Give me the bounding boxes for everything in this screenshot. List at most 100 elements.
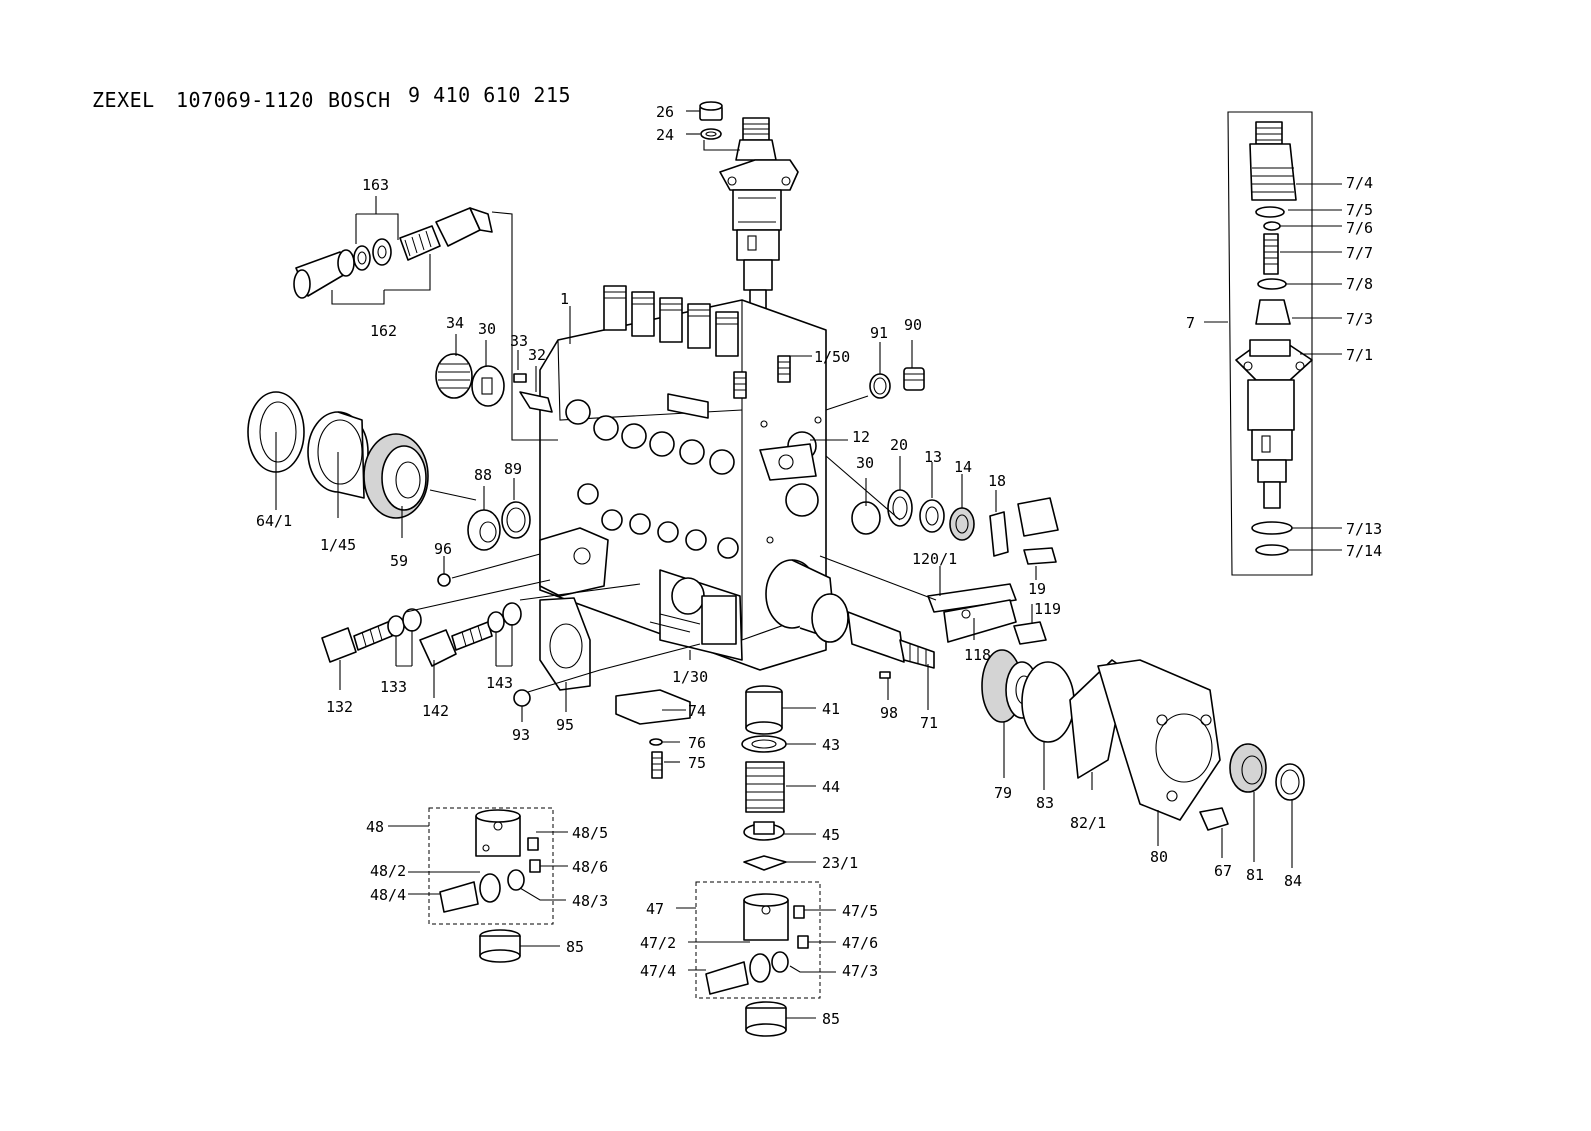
callout-label: 47/3 <box>842 962 878 980</box>
part-133-washers <box>387 608 422 637</box>
part-90-plug <box>903 367 925 391</box>
callout-label: 143 <box>486 674 513 692</box>
part-13-ring <box>919 499 945 533</box>
callout-label: 48 <box>366 818 384 836</box>
callout-label: 7/3 <box>1346 310 1373 328</box>
part-delivery-valve-holder <box>719 117 799 325</box>
part-32-bracket <box>519 391 553 413</box>
callout-label: 30 <box>856 454 874 472</box>
part-85-cap-left <box>479 929 521 963</box>
callout-label: 47/6 <box>842 934 878 952</box>
callout-label: 32 <box>528 346 546 364</box>
callout-label: 48/5 <box>572 824 608 842</box>
brand-zexel: ZEXEL <box>92 88 155 112</box>
part-76-washer <box>649 738 663 746</box>
callout-label: 90 <box>904 316 922 334</box>
callout-label: 64/1 <box>256 512 292 530</box>
part-71-camshaft <box>765 559 935 669</box>
part-93-nut <box>513 689 531 707</box>
callout-label: 24 <box>656 126 674 144</box>
callout-label: 44 <box>822 778 840 796</box>
part-84-ring <box>1275 763 1305 801</box>
part-1-50-stud <box>733 355 791 399</box>
callout-label: 85 <box>566 938 584 956</box>
callout-label: 7 <box>1186 314 1195 332</box>
callout-label: 7/5 <box>1346 201 1373 219</box>
part-overflow-block <box>539 527 609 597</box>
callout-label: 119 <box>1034 600 1061 618</box>
callout-label: 45 <box>822 826 840 844</box>
callout-label: 48/6 <box>572 858 608 876</box>
part-143-washers <box>487 602 522 633</box>
callout-label: 47/2 <box>640 934 676 952</box>
part-33-pin <box>513 373 527 383</box>
part-59-gear <box>363 433 429 519</box>
part-67-screw <box>1199 807 1229 831</box>
brand-bosch: BOSCH <box>328 88 391 112</box>
callout-label: 14 <box>954 458 972 476</box>
callout-label: 80 <box>1150 848 1168 866</box>
part-7-delivery-valve-assembly <box>1235 121 1313 556</box>
part-43-seat <box>741 735 787 753</box>
callout-label: 34 <box>446 314 464 332</box>
part-24-washer <box>700 128 722 140</box>
callout-label: 48/4 <box>370 886 406 904</box>
callout-label: 7/13 <box>1346 520 1382 538</box>
callout-label: 59 <box>390 552 408 570</box>
leader-lines <box>275 110 1342 1019</box>
callout-label: 7/4 <box>1346 174 1373 192</box>
callout-label: 47/5 <box>842 902 878 920</box>
callout-label: 26 <box>656 103 674 121</box>
callout-label: 67 <box>1214 862 1232 880</box>
part-95-gasket <box>539 597 591 691</box>
part-44-spring <box>745 761 785 813</box>
callout-label: 120/1 <box>912 550 957 568</box>
callout-label: 75 <box>688 754 706 772</box>
part-80-bearing-housing <box>1097 659 1221 821</box>
callout-label: 7/6 <box>1346 219 1373 237</box>
part-41-tappet <box>745 685 783 735</box>
callout-label: 48/2 <box>370 862 406 880</box>
frame-47-group <box>695 881 821 999</box>
part-142-bolt <box>419 621 493 667</box>
frame-7-group <box>1227 111 1313 576</box>
callout-label: 47 <box>646 900 664 918</box>
callout-label: 47/4 <box>640 962 676 980</box>
part-132-bolt <box>321 621 393 663</box>
callout-label: 18 <box>988 472 1006 490</box>
callout-label: 84 <box>1284 872 1302 890</box>
part-119-screw <box>1013 621 1047 645</box>
callout-label: 7/14 <box>1346 542 1382 560</box>
bosch-part-number: 9 410 610 215 <box>408 83 571 107</box>
callout-label: 13 <box>924 448 942 466</box>
part-45-seat <box>743 821 785 841</box>
callout-label: 7/1 <box>1346 346 1373 364</box>
diagram-header: ZEXEL 107069-1120 BOSCH 9 410 610 215 <box>92 83 571 112</box>
part-34-plug <box>435 353 473 399</box>
callout-label: 7/7 <box>1346 244 1373 262</box>
part-19-screw <box>1023 547 1057 565</box>
callout-label: 91 <box>870 324 888 342</box>
callout-label: 41 <box>822 700 840 718</box>
part-48-assembly <box>439 809 541 913</box>
part-18-lever <box>989 497 1059 557</box>
callout-label: 1/30 <box>672 668 708 686</box>
part-30-cap <box>471 365 505 407</box>
callout-label: 76 <box>688 734 706 752</box>
callout-label: 95 <box>556 716 574 734</box>
callout-label: 23/1 <box>822 854 858 872</box>
part-85-cap-bottom <box>745 1001 787 1037</box>
part-91-seal <box>869 373 891 399</box>
callout-label: 1 <box>560 290 569 308</box>
callout-label: 163 <box>362 176 389 194</box>
part-118-bracket <box>943 599 1017 643</box>
callout-label: 30 <box>478 320 496 338</box>
callout-label: 81 <box>1246 866 1264 884</box>
part-96-screw <box>437 573 451 587</box>
part-163-162-fitting <box>293 207 493 299</box>
part-23-1-shim <box>743 855 787 871</box>
callout-label: 162 <box>370 322 397 340</box>
callout-label: 79 <box>994 784 1012 802</box>
callout-label: 89 <box>504 460 522 478</box>
